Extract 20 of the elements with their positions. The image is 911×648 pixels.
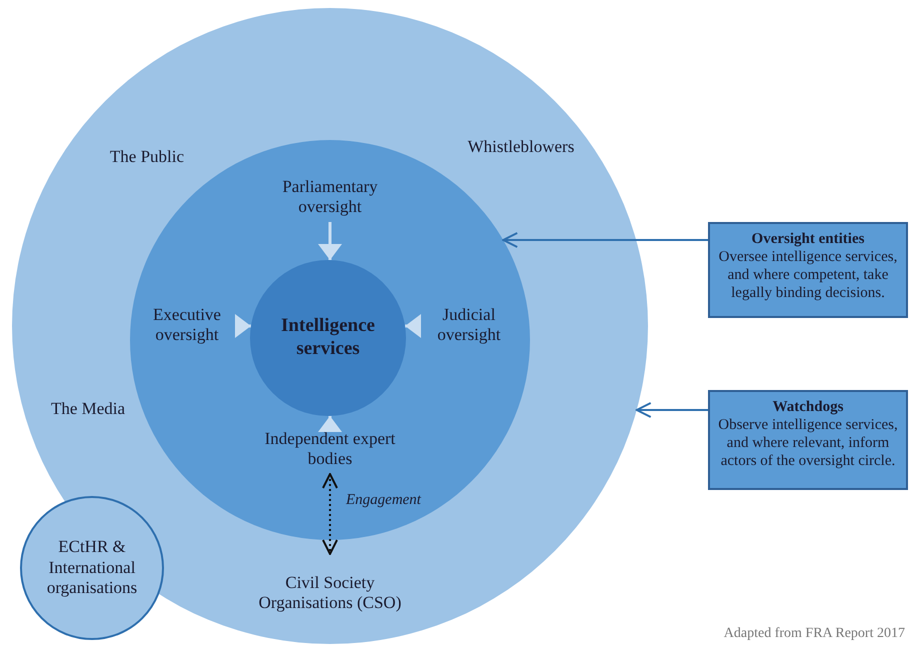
node-label: Civil Society Organisations (CSO)	[240, 554, 420, 632]
arrow	[502, 232, 708, 248]
info-box: Oversight entities Oversee intelligence services, and where competent, take legally binding decisions.	[708, 222, 908, 318]
arrow	[405, 314, 422, 338]
node-label: Executive oversight	[134, 300, 240, 350]
info-box: Watchdogs Observe intelligence services, and where relevant, inform actors of the oversight circle.	[708, 390, 908, 490]
node-label: The Media	[36, 396, 140, 422]
edge-label: Engagement	[344, 492, 422, 509]
arrow	[322, 473, 338, 555]
node-label: Parliamentary oversight	[268, 172, 392, 222]
arrow	[318, 222, 342, 260]
arrow	[318, 416, 342, 432]
node-label: Independent expert bodies	[252, 424, 408, 474]
node-label: Whistleblowers	[450, 134, 592, 160]
node-label: Judicial oversight	[416, 300, 522, 350]
core-circle: Intelligence services	[250, 260, 406, 416]
source-note: Adapted from FRA Report 2017	[724, 626, 905, 642]
arrow	[636, 402, 708, 418]
node-label: The Public	[92, 144, 202, 170]
arrow	[234, 314, 251, 338]
